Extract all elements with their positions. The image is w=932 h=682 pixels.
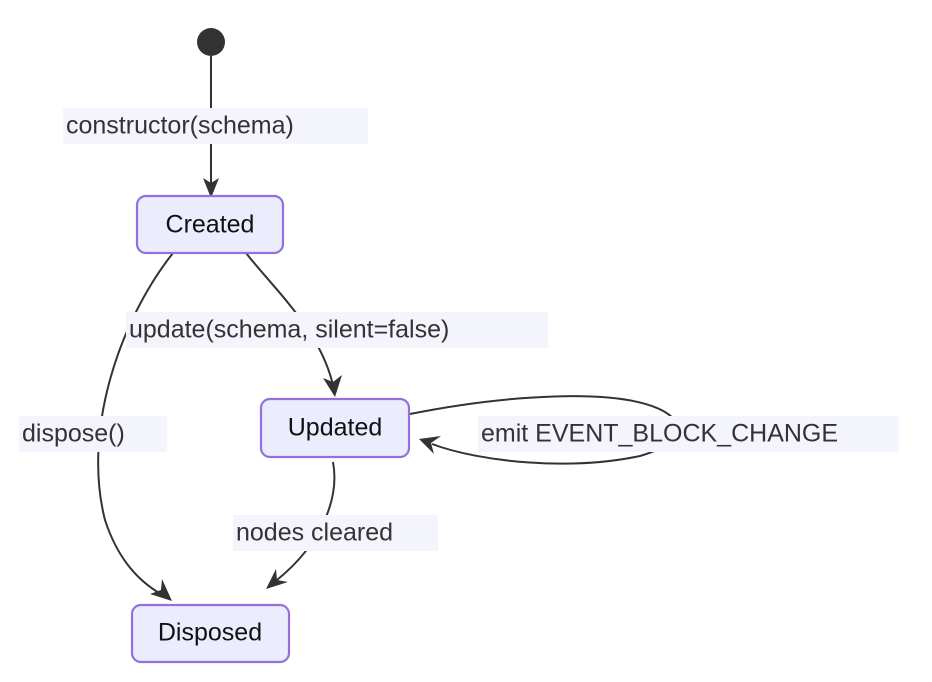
edge-label-text-emit-event: emit EVENT_BLOCK_CHANGE <box>481 420 838 448</box>
edge-label-text-dispose: dispose() <box>22 420 125 448</box>
edge-label-bg-constructor <box>63 108 368 144</box>
edge-label-text-constructor: constructor(schema) <box>66 112 294 140</box>
arrowhead-created <box>203 178 219 198</box>
state-node-disposed[interactable]: Disposed <box>130 603 291 664</box>
state-label-updated: Updated <box>288 414 383 442</box>
arrowhead-updated-from-created <box>323 375 342 397</box>
state-box-created[interactable] <box>135 194 285 255</box>
edge-label-dispose: dispose() <box>19 416 167 452</box>
edge-label-bg-dispose <box>19 416 167 452</box>
arrowhead-disposed-from-updated <box>266 569 288 589</box>
edge-path-created-disposed <box>97 252 174 595</box>
state-label-created: Created <box>166 211 255 239</box>
arrowhead-disposed-from-created <box>150 579 172 601</box>
arrowhead-updated-self <box>419 436 441 454</box>
start-node <box>197 28 225 56</box>
edge-label-constructor: constructor(schema) <box>63 108 368 144</box>
edge-label-bg-nodes-cleared <box>233 515 438 551</box>
state-box-disposed[interactable] <box>130 603 291 664</box>
edge-label-text-nodes-cleared: nodes cleared <box>236 519 393 547</box>
edge-label-update: update(schema, silent=false) <box>126 312 548 348</box>
edge-label-bg-update <box>126 312 548 348</box>
edge-label-emit-event: emit EVENT_BLOCK_CHANGE <box>478 416 899 452</box>
state-node-updated[interactable]: Updated <box>259 397 411 459</box>
state-box-updated[interactable] <box>259 397 411 459</box>
edge-label-nodes-cleared: nodes cleared <box>233 515 438 551</box>
edge-label-text-update: update(schema, silent=false) <box>129 316 449 344</box>
state-node-created[interactable]: Created <box>135 194 285 255</box>
transition-created-to-disposed <box>97 252 174 601</box>
edge-label-bg-emit-event <box>478 416 899 452</box>
state-label-disposed: Disposed <box>158 619 262 647</box>
